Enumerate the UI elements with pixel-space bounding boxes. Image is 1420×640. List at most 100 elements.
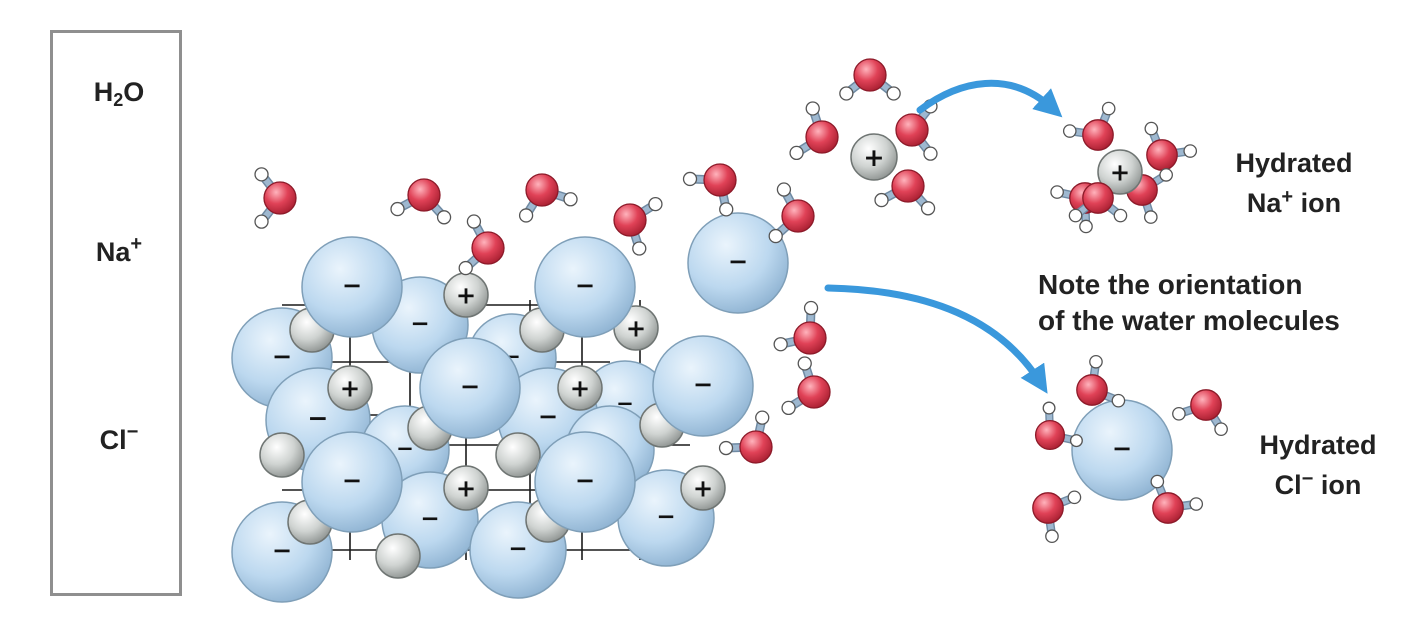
arrow-to-hydrated-na xyxy=(916,79,1063,118)
hydrogen-atom xyxy=(1101,101,1116,116)
plus-sign: + xyxy=(456,281,476,309)
plus-sign: + xyxy=(570,374,590,402)
hydrogen-atom xyxy=(768,228,783,244)
hydrogen-atom xyxy=(789,145,804,161)
oxygen-atom xyxy=(1082,119,1114,151)
hydrogen-atom xyxy=(776,182,792,197)
legend-sodium-label: Na+ xyxy=(53,233,185,268)
water-molecule xyxy=(773,300,827,355)
minus-sign: − xyxy=(728,247,748,275)
plus-sign: + xyxy=(863,143,884,172)
oxygen-atom xyxy=(407,178,441,212)
hydrogen-atom xyxy=(1050,185,1064,199)
hydrogen-atom xyxy=(781,400,796,416)
chloride-ion xyxy=(301,236,403,338)
water-molecule xyxy=(718,410,773,464)
hydrogen-atom xyxy=(563,192,578,207)
oxygen-atom xyxy=(1152,492,1184,524)
minus-sign: − xyxy=(460,372,480,400)
oxygen-atom xyxy=(1034,419,1066,451)
hydrogen-atom xyxy=(886,86,901,101)
minus-sign: − xyxy=(538,402,558,430)
oxygen-atom xyxy=(781,199,815,233)
hydrated-na-suffix: ion xyxy=(1293,188,1342,218)
oxygen-atom xyxy=(1082,182,1114,214)
hydrogen-atom xyxy=(718,440,734,456)
hydrogen-atom xyxy=(797,356,812,371)
hydrogen-atom xyxy=(254,167,269,182)
legend-panel: H2O Na+ Cl− xyxy=(50,30,182,596)
sodium-ion xyxy=(375,533,421,579)
hydrated-na-word: Hydrated xyxy=(1235,148,1353,178)
water-molecule xyxy=(1062,101,1116,151)
oxygen-atom xyxy=(797,375,831,409)
hydrogen-atom xyxy=(1144,121,1159,136)
hydrogen-atom xyxy=(632,241,647,256)
hydrogen-atom xyxy=(923,146,938,161)
hydrogen-atom xyxy=(1111,393,1126,408)
plus-sign: + xyxy=(456,474,476,502)
hydrogen-atom xyxy=(719,202,734,217)
water-molecule xyxy=(1150,474,1204,524)
sodium-ion xyxy=(259,432,305,478)
chloride-ion xyxy=(419,337,521,439)
legend-sodium-charge: + xyxy=(130,233,143,255)
hydrogen-atom xyxy=(920,201,936,216)
minus-sign: − xyxy=(308,404,329,433)
water-molecule xyxy=(768,182,815,244)
water-molecule xyxy=(458,214,505,276)
legend-sodium-symbol: Na xyxy=(95,237,131,267)
minus-sign: − xyxy=(342,466,362,494)
hydrogen-atom xyxy=(1113,208,1128,223)
hydrogen-atom xyxy=(1183,144,1198,158)
oxygen-atom xyxy=(853,58,887,92)
water-molecule xyxy=(254,167,297,229)
hydrated-cl-ion-line: Cl− ion xyxy=(1238,462,1398,502)
hydrogen-atom xyxy=(466,214,482,229)
hydrated-na-label: Hydrated Na+ ion xyxy=(1214,146,1374,220)
hydrated-sodium-ion xyxy=(1097,149,1143,195)
hydrated-cl-charge: − xyxy=(1301,468,1314,490)
sodium-ion xyxy=(680,465,726,511)
water-molecules xyxy=(254,58,938,464)
water-molecule xyxy=(1032,490,1082,544)
plus-sign: + xyxy=(626,314,646,342)
hydrated-cl-word: Hydrated xyxy=(1259,430,1377,460)
plus-sign: + xyxy=(693,474,713,502)
water-molecule xyxy=(1144,121,1198,171)
water-molecule xyxy=(1172,389,1228,436)
minus-sign: − xyxy=(508,536,527,562)
hydrogen-atom xyxy=(1042,401,1056,415)
water-molecule xyxy=(895,99,938,161)
sodium-ion xyxy=(495,432,541,478)
minus-sign: − xyxy=(272,536,292,564)
hydrogen-atom xyxy=(805,101,820,116)
arrow-to-hydrated-cl xyxy=(824,284,1048,394)
hydrogen-atom xyxy=(682,171,698,187)
legend-chloride-symbol: Cl xyxy=(99,425,127,455)
water-molecule xyxy=(613,196,663,256)
water-molecule xyxy=(1068,182,1128,223)
hydrogen-atom xyxy=(1079,219,1093,234)
minus-sign: − xyxy=(656,504,675,530)
water-molecule xyxy=(839,58,901,101)
sodium-ion xyxy=(443,465,489,511)
minus-sign: − xyxy=(575,466,595,494)
hydrogen-atom xyxy=(518,208,534,223)
hydrated-na-ion-line: Na+ ion xyxy=(1214,180,1374,220)
free-chloride-ion xyxy=(687,212,789,314)
minus-sign: − xyxy=(410,311,429,337)
plus-sign: + xyxy=(340,374,360,402)
hydrogen-atom xyxy=(1172,406,1186,421)
free-ions: −+ xyxy=(687,133,898,314)
hydrogen-atom xyxy=(1068,208,1083,223)
hydrogen-atom xyxy=(1159,168,1173,182)
hydrogen-atom xyxy=(1150,474,1165,489)
hydrated-cl-cluster: − xyxy=(1032,354,1228,544)
water-molecule xyxy=(390,178,452,225)
oxygen-atom xyxy=(793,321,827,355)
oxygen-atom xyxy=(613,203,647,237)
minus-sign: − xyxy=(272,342,292,370)
